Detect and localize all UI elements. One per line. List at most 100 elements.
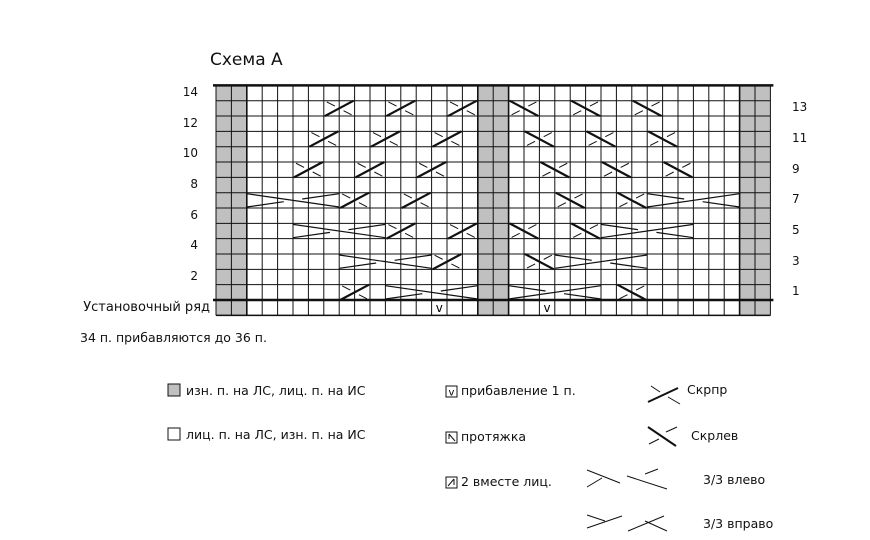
cable-back-strand: [543, 254, 553, 260]
cable-back-strand: [651, 101, 660, 107]
row-number: 7: [792, 192, 800, 207]
purl-column: [739, 85, 755, 316]
cable-back-strand: [466, 232, 476, 238]
cable-front-strand: [339, 191, 370, 209]
cable-front-strand: [647, 130, 678, 148]
row-number: 13: [792, 100, 808, 115]
legend-cable-right-icon: [644, 520, 668, 532]
cable-back-strand: [526, 140, 536, 146]
cable-3-3-back-strand: [554, 254, 592, 261]
increase-glyph: v: [449, 388, 455, 399]
cable-front-strand: [339, 283, 370, 301]
cable-front-strand: [616, 191, 647, 209]
row-number: 12: [182, 115, 198, 130]
cable-front-strand: [385, 222, 416, 240]
cable-back-strand: [605, 132, 614, 138]
cable-front-strand: [570, 222, 601, 240]
cable-back-strand: [358, 202, 368, 208]
cable-back-strand: [418, 162, 428, 168]
cable-back-strand: [588, 140, 597, 146]
legend-knit-label: лиц. п. на ЛС, изн. п. на ИС: [186, 427, 366, 442]
cable-back-strand: [666, 132, 676, 138]
legend-cable-left-icon: [586, 469, 621, 484]
cable-back-strand: [434, 254, 443, 260]
chart-title: Схема А: [210, 50, 283, 70]
cable-3-3-front-strand: [339, 254, 432, 269]
stitch-count-note: 34 п. прибавляются до 36 п.: [80, 330, 267, 345]
cable-back-strand: [619, 202, 628, 208]
cable-back-strand: [327, 140, 337, 146]
cable-back-strand: [511, 110, 520, 116]
cable-back-strand: [649, 140, 659, 146]
cable-back-strand: [574, 193, 583, 199]
row-number: 1: [792, 284, 800, 299]
cable-back-strand: [466, 110, 476, 116]
cable-back-strand: [557, 202, 567, 208]
cable-back-strand: [388, 224, 397, 230]
cable-3-3-back-strand: [246, 201, 284, 208]
purl-column: [231, 85, 247, 316]
cable-back-strand: [558, 162, 568, 168]
cable-back-strand: [341, 193, 351, 199]
legend-cross-right-icon: [667, 396, 681, 405]
legend-purl-swatch: [167, 383, 181, 397]
row-number: 14: [182, 85, 198, 100]
cable-front-strand: [416, 161, 447, 179]
cable-3-3-back-strand: [385, 293, 423, 300]
cable-front-strand: [370, 130, 401, 148]
legend-cable-right-icon: [586, 515, 623, 529]
cable-front-strand: [401, 191, 432, 209]
cable-3-3-front-strand: [292, 223, 386, 239]
cable-back-strand: [357, 162, 366, 168]
cable-3-3-back-strand: [339, 262, 377, 269]
legend-cross-left-icon: [665, 426, 678, 433]
cable-back-strand: [312, 171, 322, 177]
cable-back-strand: [542, 171, 551, 177]
legend-increase-label: прибавление 1 п.: [461, 383, 576, 398]
cable-front-strand: [555, 191, 586, 209]
cable-back-strand: [389, 140, 399, 146]
row-number: 4: [190, 238, 198, 253]
cable-back-strand: [451, 263, 460, 269]
cable-back-strand: [528, 224, 537, 230]
legend-pull-label: протяжка: [461, 429, 527, 444]
cable-back-strand: [403, 193, 413, 199]
cable-back-strand: [451, 140, 460, 146]
cable-front-strand: [432, 130, 462, 148]
cable-back-strand: [358, 294, 368, 300]
cable-back-strand: [434, 132, 443, 138]
purl-column: [216, 85, 232, 316]
cable-3-3-back-strand: [440, 285, 478, 292]
increase-symbol: v: [436, 301, 443, 315]
legend-knit-swatch: [167, 427, 181, 441]
cable-front-strand: [432, 253, 462, 271]
setup-row-label: Установочный ряд: [83, 300, 210, 315]
cable-front-strand: [601, 161, 632, 179]
cable-back-strand: [374, 171, 383, 177]
cable-front-strand: [539, 161, 570, 179]
cable-back-strand: [511, 232, 520, 238]
cable-back-strand: [603, 171, 613, 177]
legend-cross-right-label: Скрпр: [687, 382, 728, 397]
legend-cross-left-label: Скрлев: [691, 428, 739, 443]
row-number: 3: [792, 253, 800, 268]
cable-back-strand: [572, 110, 582, 116]
cable-3-3-front-strand: [600, 223, 694, 239]
cable-3-3-front-strand: [554, 254, 648, 269]
legend-cable-left-label: 3/3 влево: [703, 472, 766, 487]
cable-3-3-front-strand: [246, 193, 340, 208]
cable-3-3-back-strand: [292, 231, 331, 239]
cable-back-strand: [528, 101, 537, 107]
cable-back-strand: [635, 193, 645, 199]
cable-front-strand: [308, 130, 339, 148]
row-number: 8: [190, 177, 198, 192]
cable-back-strand: [589, 101, 599, 107]
cable-3-3-front-strand: [647, 193, 740, 208]
purl-column: [493, 85, 509, 316]
row-number: 9: [792, 161, 800, 176]
increase-symbol: v: [544, 301, 551, 315]
cable-3-3-back-strand: [302, 193, 340, 200]
cable-3-3-front-strand: [508, 285, 602, 300]
legend-k2tog-label: 2 вместе лиц.: [461, 474, 552, 489]
